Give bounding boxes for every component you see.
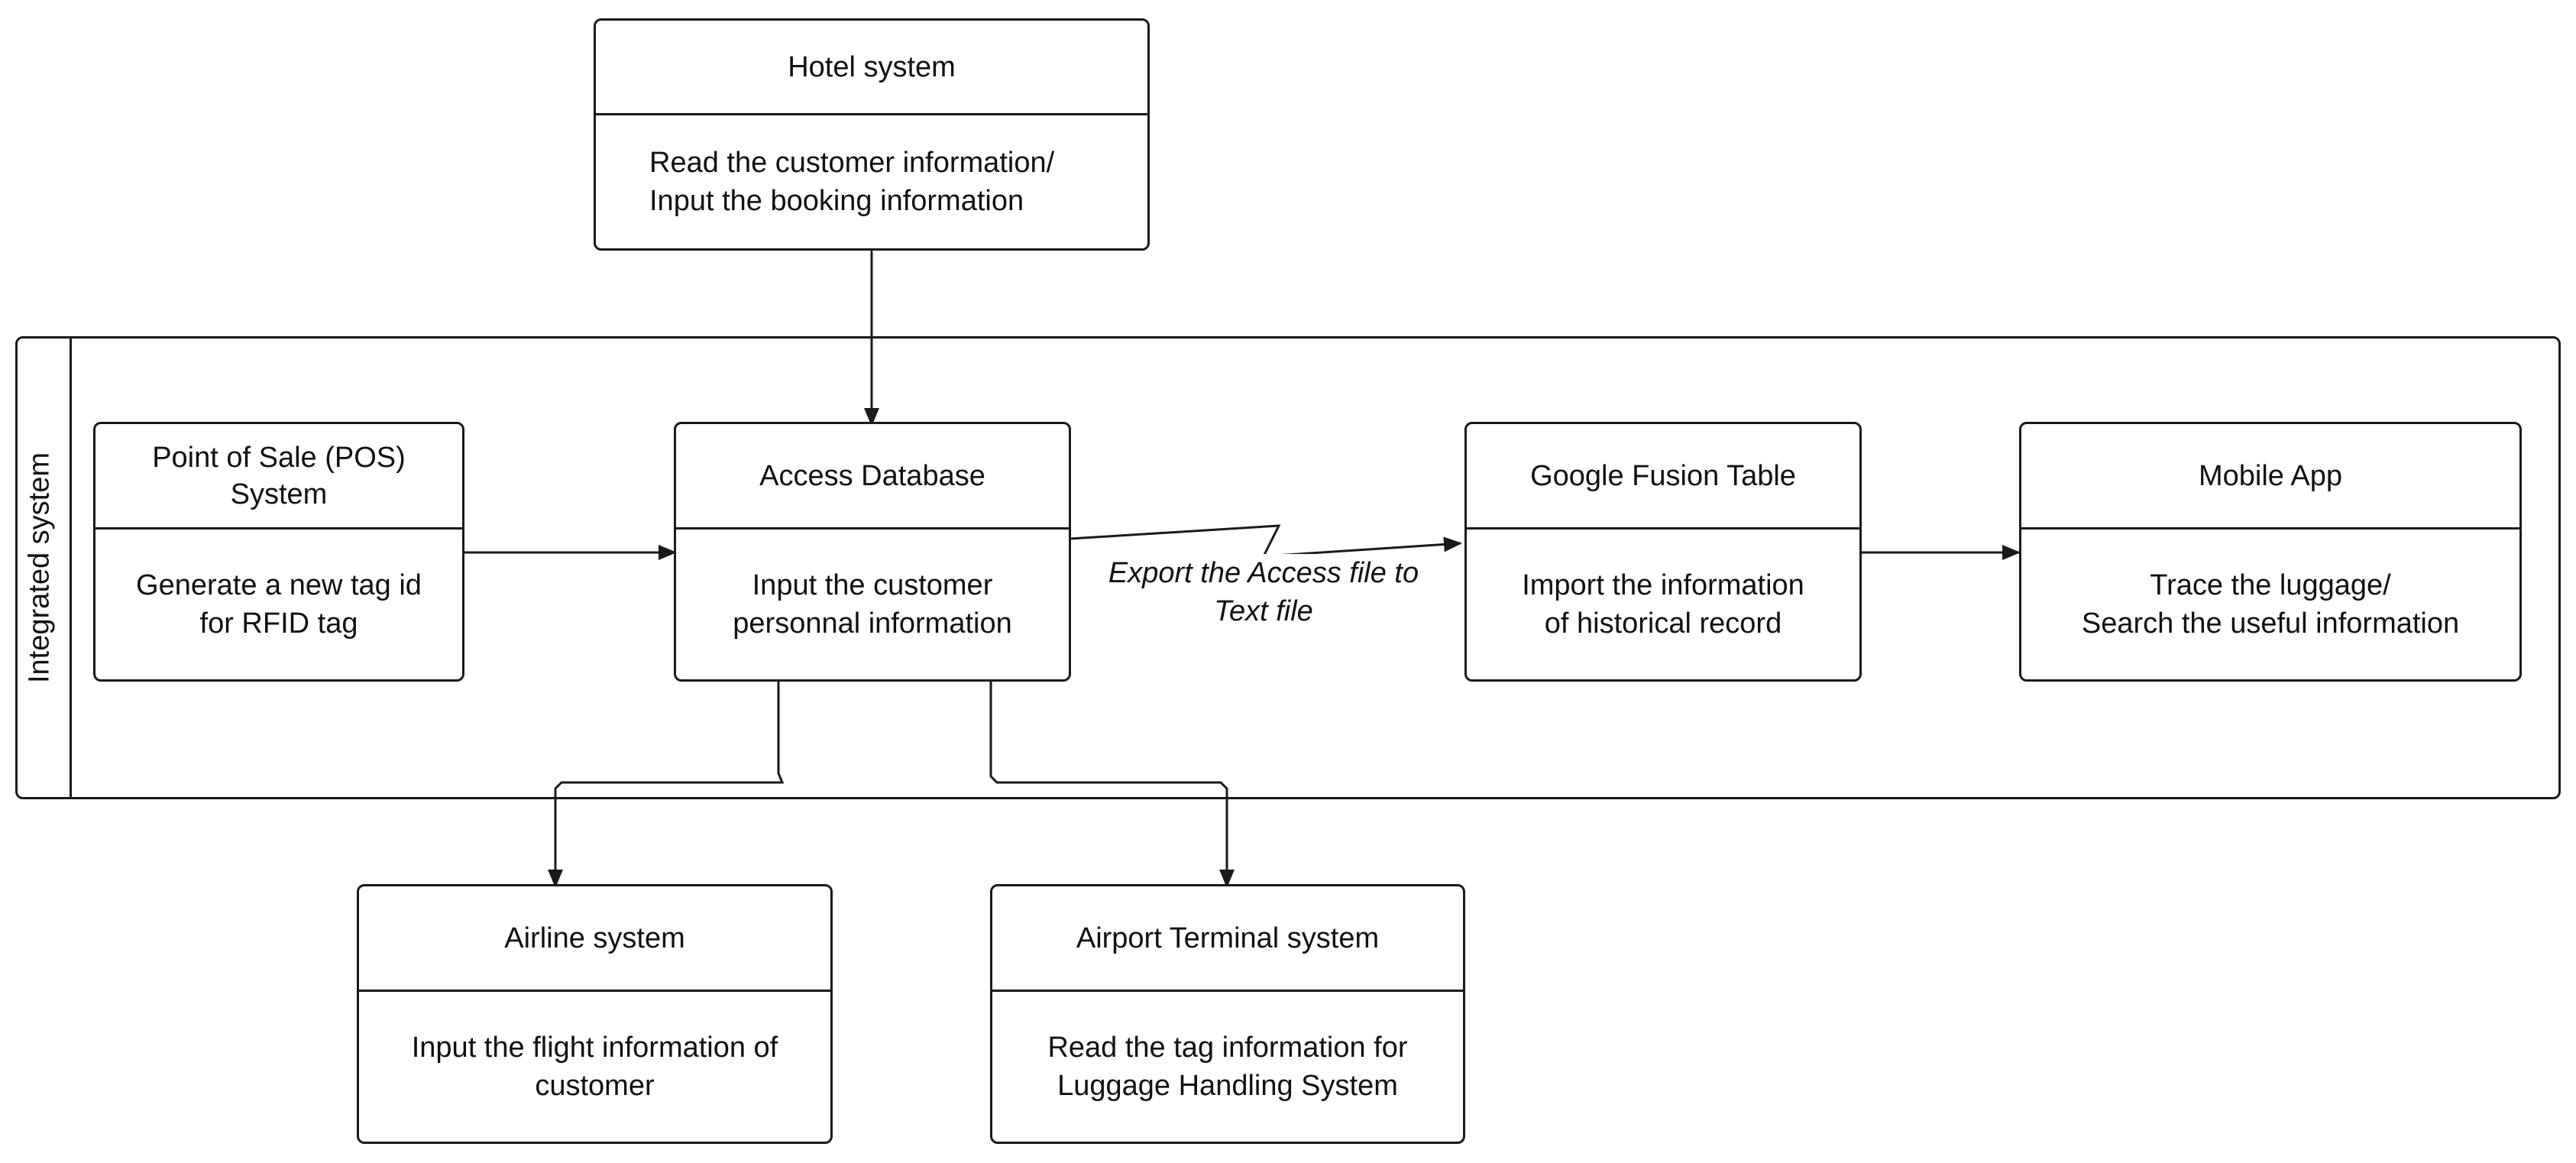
lane-divider	[70, 339, 72, 797]
access-database-node[interactable]: Access Database Input the customer perso…	[674, 422, 1071, 682]
edge-access-fusion	[1070, 524, 1462, 558]
pos-system-node[interactable]: Point of Sale (POS) System Generate a ne…	[93, 422, 464, 682]
hotel-system-body: Read the customer information/ Input the…	[649, 147, 1055, 217]
airport-terminal-system-node[interactable]: Airport Terminal system Read the tag inf…	[990, 884, 1465, 1144]
airport-terminal-system-title: Airport Terminal system	[992, 886, 1463, 992]
google-fusion-table-node[interactable]: Google Fusion Table Import the informati…	[1464, 422, 1862, 682]
google-fusion-table-body: Import the information of historical rec…	[1522, 569, 1804, 640]
mobile-app-title: Mobile App	[2021, 424, 2519, 530]
access-database-body: Input the customer personnal information	[733, 569, 1012, 640]
hotel-system-title: Hotel system	[596, 21, 1147, 115]
export-edge-label: Export the Access file to Text file	[1105, 554, 1422, 630]
integrated-system-container	[15, 336, 2561, 799]
pos-system-body: Generate a new tag id for RFID tag	[136, 569, 422, 640]
mobile-app-body: Trace the luggage/ Search the useful inf…	[2081, 569, 2460, 640]
google-fusion-table-title: Google Fusion Table	[1467, 424, 1859, 530]
airport-terminal-system-body: Read the tag information for Luggage Han…	[1047, 1032, 1408, 1102]
edge-access-airport	[989, 679, 1235, 888]
mobile-app-node[interactable]: Mobile App Trace the luggage/ Search the…	[2019, 422, 2522, 682]
hotel-system-node[interactable]: Hotel system Read the customer informati…	[594, 18, 1150, 251]
integrated-system-label: Integrated system	[23, 452, 56, 684]
airline-system-node[interactable]: Airline system Input the flight informat…	[357, 884, 833, 1144]
pos-system-title: Point of Sale (POS) System	[95, 424, 462, 530]
edge-access-airline	[548, 663, 786, 888]
access-database-title: Access Database	[676, 424, 1069, 530]
airline-system-body: Input the flight information of customer	[411, 1032, 778, 1102]
airline-system-title: Airline system	[359, 886, 830, 992]
